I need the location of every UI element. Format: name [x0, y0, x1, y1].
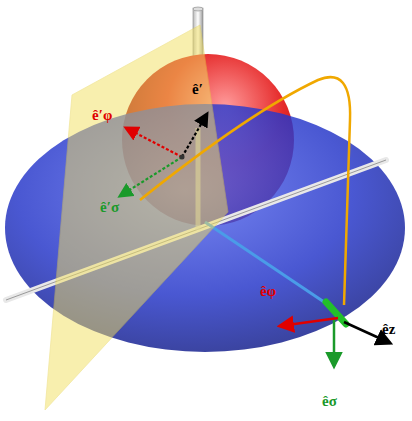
- vector-label: ê′: [192, 82, 203, 97]
- vector-label: ê′φ: [92, 108, 112, 123]
- vector-e-prime-phi: [126, 128, 182, 157]
- vector-e-prime-sigma: [120, 157, 182, 196]
- vector-label: êz: [382, 322, 395, 337]
- vector-e-sigma: [333, 320, 336, 366]
- point-upper: [180, 155, 185, 160]
- vector-label: ê′σ: [100, 200, 119, 215]
- vector-label: êφ: [260, 284, 276, 299]
- surface-element: [326, 302, 346, 324]
- vector-e-prime: [182, 114, 207, 157]
- axis-cap: [193, 7, 203, 11]
- radial-line: [205, 222, 330, 306]
- field-line: [140, 77, 350, 305]
- vector-e-phi: [280, 318, 338, 326]
- meridional-plane: [45, 25, 228, 410]
- vector-label: êσ: [322, 394, 337, 409]
